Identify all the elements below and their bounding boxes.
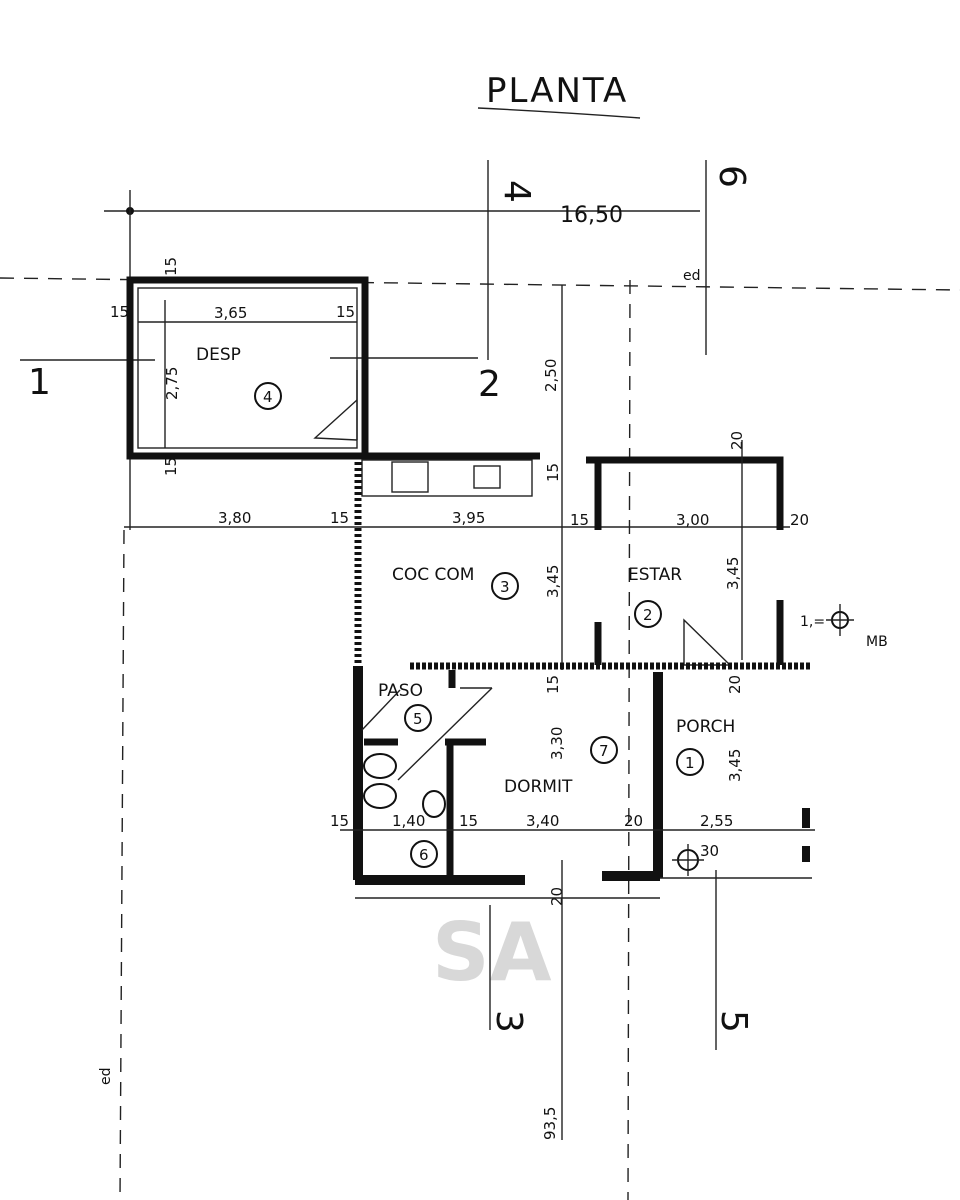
wall-20-estar-top: 20 — [728, 431, 746, 450]
paso-door-swing — [397, 687, 493, 781]
desp-outer-wall — [126, 276, 369, 460]
room-num-desp: 4 — [263, 388, 273, 406]
porch-column-top — [802, 808, 810, 828]
room-name-dormit: DORMIT — [504, 777, 573, 797]
note-meter: 1,= — [800, 614, 825, 630]
section-label-2: 2 — [478, 364, 501, 405]
note-ed-left: ed — [98, 1068, 114, 1086]
room-num-paso: 5 — [413, 710, 423, 728]
estar-top-wall — [586, 456, 784, 530]
desp-door-swing — [313, 399, 358, 441]
room-circle-desp — [254, 382, 282, 410]
bidet-fixture — [363, 753, 397, 779]
room-num-porch: 1 — [685, 754, 695, 772]
stove — [391, 461, 429, 493]
dim-275: 2,75 — [163, 367, 181, 400]
sink — [473, 465, 501, 489]
paso-door-swing-2 — [361, 689, 401, 731]
estar-door-swing — [683, 618, 732, 666]
room-circle-dormit — [590, 736, 618, 764]
wall-15-desp-top: 15 — [162, 257, 180, 276]
property-line-top — [0, 277, 960, 291]
watermark-logo: SA — [432, 906, 552, 999]
room-circle-porch — [676, 748, 704, 776]
room-name-porch: PORCH — [676, 717, 735, 737]
room-circle-paso — [404, 704, 432, 732]
dim-250: 2,50 — [542, 359, 560, 392]
wall-20-estar-right: 20 — [790, 511, 809, 529]
dim-300: 3,00 — [676, 511, 709, 529]
washbasin-fixture — [422, 790, 446, 818]
dim-330: 3,30 — [548, 727, 566, 760]
wall-20-porch-top: 20 — [726, 675, 744, 694]
room-name-estar: ESTAR — [628, 565, 682, 585]
wall-15-desp-right: 15 — [336, 303, 355, 321]
room-circle-estar — [634, 600, 662, 628]
dim-395: 3,95 — [452, 509, 485, 527]
dim-255: 2,55 — [700, 812, 733, 830]
room-circle-coc — [491, 572, 519, 600]
wall-15-coc-right: 15 — [570, 511, 589, 529]
plan-title: PLANTA — [486, 71, 628, 111]
room-num-bath: 6 — [419, 846, 429, 864]
porch-column-bottom — [802, 846, 810, 862]
dim-total: 16,50 — [560, 203, 623, 228]
section-label-3: 3 — [488, 1010, 529, 1033]
dim-140: 1,40 — [392, 812, 425, 830]
wall-15-middle: 15 — [544, 675, 562, 694]
note-ed-top: ed — [683, 268, 701, 284]
dim-365: 3,65 — [214, 304, 247, 322]
dim-380: 3,80 — [218, 509, 251, 527]
dim-935: 93,5 — [541, 1107, 559, 1140]
room-name-paso: PASO — [378, 681, 423, 701]
dim-345-coc: 3,45 — [544, 565, 562, 598]
kitchen-counter — [361, 459, 533, 497]
wall-15-desp-bottom: 15 — [162, 457, 180, 476]
room-name-coc-com: COC COM — [392, 565, 474, 585]
room-circle-bath — [410, 840, 438, 868]
section-label-5: 5 — [713, 1010, 754, 1033]
dim-345-porch: 3,45 — [726, 749, 744, 782]
wall-20-bottom: 20 — [548, 887, 566, 906]
dim-345-estar: 3,45 — [724, 557, 742, 590]
dim-340: 3,40 — [526, 812, 559, 830]
desp-inner-wall — [137, 287, 358, 449]
axis-line-center — [627, 279, 631, 1200]
note-mb: MB — [866, 634, 888, 650]
wall-15-bath-right: 15 — [459, 812, 478, 830]
wall-15-desp-left: 15 — [110, 303, 129, 321]
property-line-left — [119, 529, 125, 1200]
wall-20-dormit: 20 — [624, 812, 643, 830]
section-label-6: 6 — [711, 165, 752, 188]
section-label-1: 1 — [28, 362, 51, 403]
title-underline — [477, 107, 641, 119]
toilet-fixture — [363, 783, 397, 809]
room-num-estar: 2 — [643, 606, 653, 624]
room-num-dormit: 7 — [599, 742, 609, 760]
room-num-coc: 3 — [500, 578, 510, 596]
wall-15-bath-left: 15 — [330, 812, 349, 830]
wall-15-coc-left: 15 — [330, 509, 349, 527]
dim-30: 30 — [700, 842, 719, 860]
section-label-4: 4 — [496, 180, 537, 203]
room-name-desp: DESP — [196, 345, 241, 365]
wall-15-kitchen: 15 — [544, 463, 562, 482]
